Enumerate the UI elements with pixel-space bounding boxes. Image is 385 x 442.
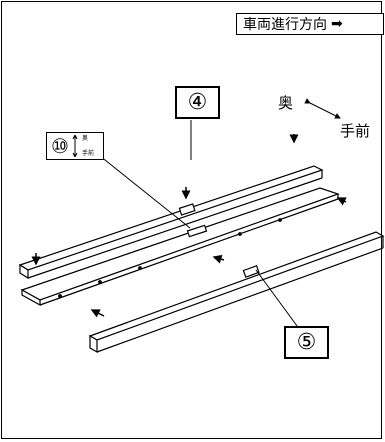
leader-lines (89, 120, 301, 331)
vertical-double-arrow-icon (72, 135, 78, 157)
orientation-double-arrow (304, 98, 341, 119)
callout-part-4: ④ (175, 86, 220, 119)
assembly-arrows (31, 134, 347, 318)
callout-10-number: ⑩ (51, 134, 69, 158)
vehicle-direction-label: 車両進行方向 (243, 17, 327, 33)
mark-top-label: 奥 (81, 135, 88, 142)
front-rail (88, 231, 385, 354)
vehicle-direction-box: 車両進行方向 ➡ (236, 13, 384, 35)
front-label: 手前 (340, 122, 371, 140)
base-panel (20, 187, 340, 307)
direction-arrow-icon: ➡ (331, 16, 343, 32)
callout-part-10: ⑩ 奥 手前 (46, 132, 104, 160)
back-label: 奥 (278, 94, 294, 112)
callout-part-5: ⑤ (284, 326, 329, 359)
mark-bottom-label: 手前 (81, 150, 94, 157)
back-rail (18, 165, 324, 280)
